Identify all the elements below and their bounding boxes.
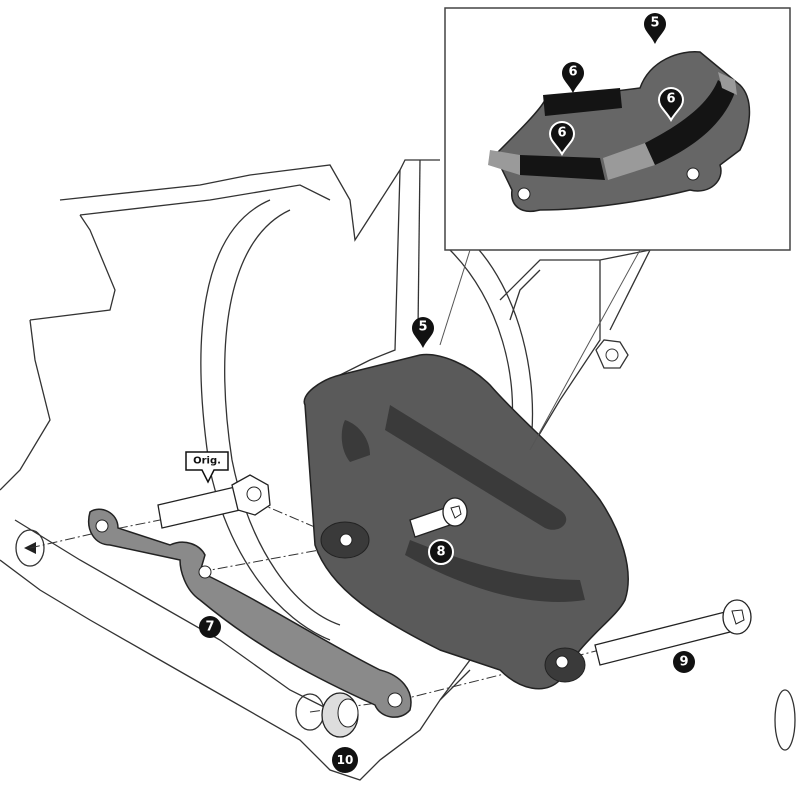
callout-inset-6a: 6 [562, 62, 584, 93]
original-screw [157, 474, 271, 529]
svg-text:5: 5 [650, 16, 659, 31]
svg-text:9: 9 [679, 655, 688, 670]
svg-text:8: 8 [436, 545, 445, 560]
spacer-part [321, 692, 359, 738]
callout-inset-6c: 6 [548, 121, 576, 156]
svg-text:6: 6 [666, 92, 675, 107]
callout-bracket-7: 7 [199, 616, 221, 638]
bracket-part [88, 508, 412, 718]
svg-text:5: 5 [418, 320, 427, 335]
long-screw-part [594, 599, 752, 666]
case-bolt [595, 339, 629, 369]
orig-tag-label: Orig. [193, 456, 221, 467]
engine-case [0, 159, 796, 781]
svg-text:6: 6 [557, 126, 566, 141]
svg-text:6: 6 [568, 65, 577, 80]
callout-inset-5: 5 [644, 13, 666, 44]
svg-text:10: 10 [337, 753, 354, 767]
callout-inset-6b: 6 [657, 87, 685, 122]
callout-spacer-10: 10 [332, 747, 358, 773]
orig-tag: Orig. [185, 451, 229, 484]
svg-text:7: 7 [205, 620, 214, 635]
callout-short-screw-8: 8 [428, 539, 454, 565]
short-screw-part [409, 497, 468, 538]
callout-long-screw-9: 9 [673, 651, 695, 673]
callout-cover-5: 5 [412, 317, 434, 348]
cover-part [303, 353, 629, 690]
detail-inset [439, 7, 791, 451]
